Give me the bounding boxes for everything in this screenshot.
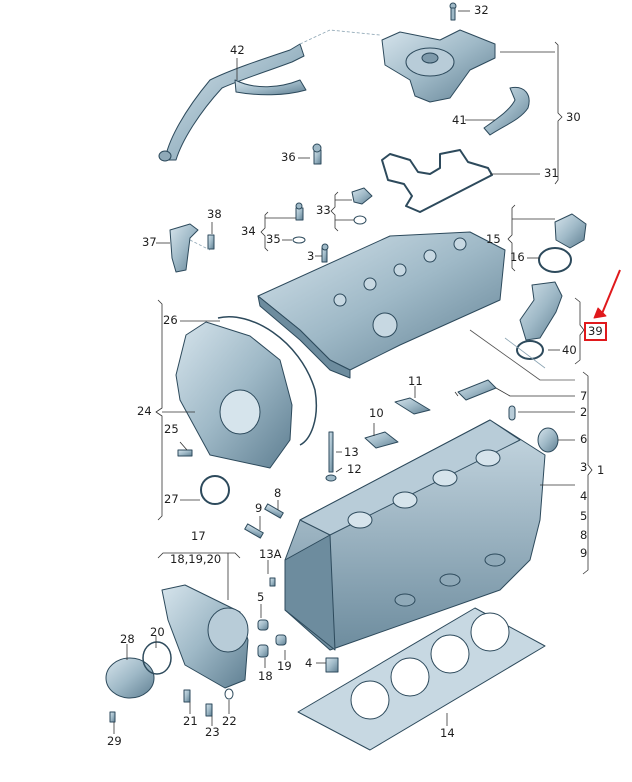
callout-4-head: 4: [580, 489, 588, 503]
callout-40: 40: [562, 343, 577, 357]
callout-42: 42: [230, 43, 245, 57]
callout-16: 16: [510, 250, 525, 264]
callout-5-seal: 5: [257, 590, 265, 604]
cylinder-head-cover-part: [257, 231, 506, 379]
head-gasket-part: [297, 607, 546, 751]
callout-14: 14: [440, 726, 455, 740]
callout-30: 30: [566, 110, 581, 124]
callout-32: 32: [474, 3, 489, 17]
oil-filler-part: [516, 213, 587, 360]
cylinder-head-part: [244, 419, 546, 651]
callout-3-head: 3: [580, 460, 588, 474]
callout-39-highlighted: 39: [584, 322, 607, 341]
callout-36: 36: [281, 150, 296, 164]
callout-35: 35: [266, 232, 281, 246]
callout-26: 26: [163, 313, 178, 327]
callout-19: 19: [277, 659, 292, 673]
callout-10: 10: [369, 406, 384, 420]
callout-7: 7: [580, 389, 588, 403]
callout-9-head: 9: [580, 546, 588, 560]
callout-1: 1: [597, 463, 605, 477]
callout-5-head: 5: [580, 509, 588, 523]
gasket-31-part: [381, 149, 493, 213]
callout-11: 11: [408, 374, 423, 388]
bracket-part: [105, 577, 287, 723]
callout-6: 6: [580, 432, 588, 446]
oil-separator-part: [381, 2, 496, 103]
callout-23: 23: [205, 725, 220, 739]
callout-33: 33: [316, 203, 331, 217]
callout-20: 20: [150, 625, 165, 639]
callout-22: 22: [222, 714, 237, 728]
highlight-arrow-icon: [593, 269, 621, 319]
callout-37: 37: [142, 235, 157, 249]
callout-31: 31: [544, 166, 559, 180]
callout-12: 12: [347, 462, 362, 476]
callout-21: 21: [183, 714, 198, 728]
sensor-part: [169, 223, 215, 273]
callout-3-cover: 3: [307, 249, 315, 263]
callout-25: 25: [164, 422, 179, 436]
timing-cover-part: [175, 316, 317, 505]
callout-27: 27: [164, 492, 179, 506]
callout-17: 17: [191, 529, 206, 543]
callout-4-seal: 4: [305, 656, 313, 670]
small-parts-upper: [292, 143, 373, 263]
callout-8-head: 8: [580, 528, 588, 542]
leader-lines: [113, 10, 593, 734]
callout-41: 41: [452, 113, 467, 127]
callout-2: 2: [580, 405, 588, 419]
callout-8-stud: 8: [274, 486, 282, 500]
callout-9-stud: 9: [255, 501, 263, 515]
callout-34: 34: [241, 224, 256, 238]
callout-24: 24: [137, 404, 152, 418]
small-parts-middle: [325, 379, 559, 482]
callout-13: 13: [344, 445, 359, 459]
callout-13A: 13A: [259, 547, 282, 561]
hose-part: [483, 86, 530, 136]
callout-18-19-20: 18,19,20: [170, 552, 222, 566]
callout-18: 18: [258, 669, 273, 683]
callout-29: 29: [107, 734, 122, 748]
breather-hose-part: [158, 43, 307, 162]
callout-28: 28: [120, 632, 135, 646]
callout-15: 15: [486, 232, 501, 246]
callout-38: 38: [207, 207, 222, 221]
